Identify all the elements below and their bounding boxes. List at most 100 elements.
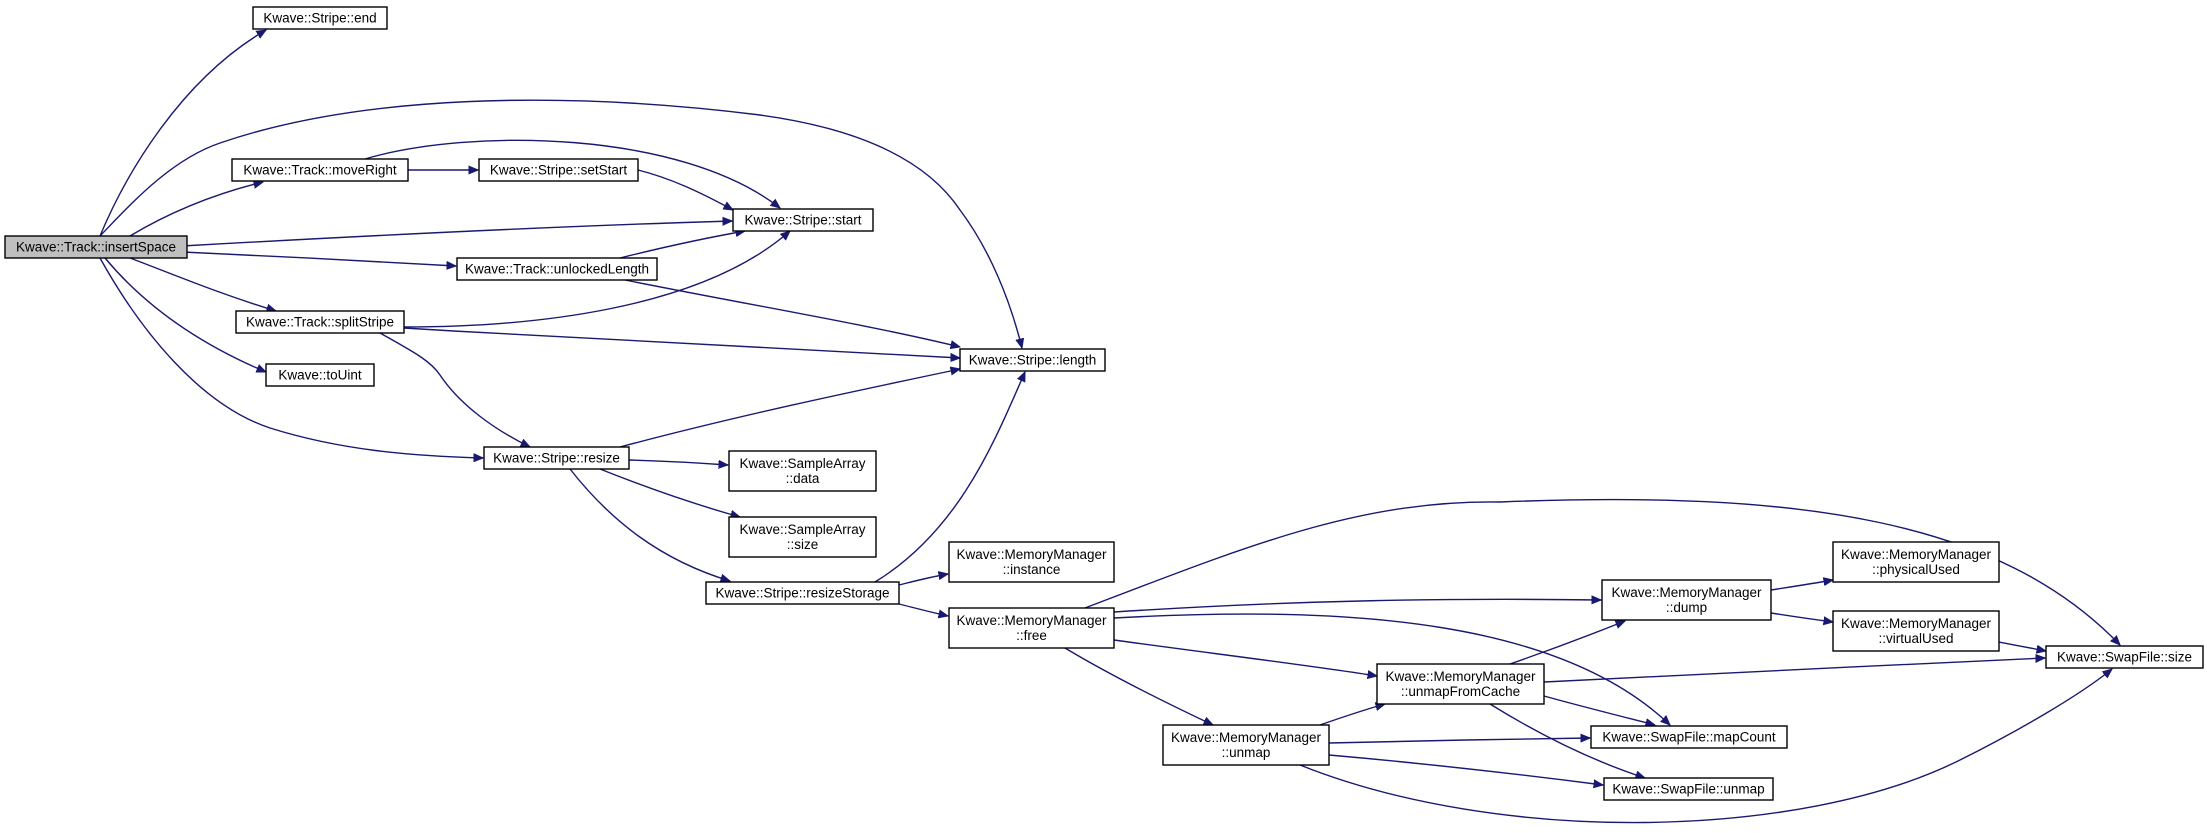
call-edge-resize-to-stripeLength <box>619 369 960 448</box>
node-sfSize[interactable]: Kwave::SwapFile::size <box>2045 645 2204 669</box>
node-box <box>456 257 658 281</box>
node-box <box>2045 645 2204 669</box>
node-mmUnmapFromCache[interactable]: Kwave::MemoryManager::unmapFromCache <box>1376 663 1545 705</box>
call-edge-splitStripe-to-stripeLength <box>403 327 960 358</box>
call-nodes: Kwave::Track::insertSpaceKwave::Stripe::… <box>4 6 2204 801</box>
call-edge-insertSpace-to-stripeStart <box>181 221 732 247</box>
node-label: Kwave::SampleArray <box>739 522 865 537</box>
node-mmFree[interactable]: Kwave::MemoryManager::free <box>948 607 1115 649</box>
call-edge-mmFree-to-mmDump <box>1113 599 1601 613</box>
node-label: Kwave::SampleArray <box>739 456 865 471</box>
node-box <box>732 208 874 232</box>
node-resizeStorage[interactable]: Kwave::Stripe::resizeStorage <box>705 581 900 605</box>
node-mmVirtualUsed[interactable]: Kwave::MemoryManager::virtualUsed <box>1832 610 2000 652</box>
node-toUint[interactable]: Kwave::toUint <box>265 363 375 387</box>
call-edge-mmUnmap-to-sfSize <box>1299 669 2112 824</box>
call-edge-insertSpace-to-toUint <box>104 257 266 373</box>
node-label: Kwave::Stripe::resize <box>493 451 620 466</box>
node-label: Kwave::MemoryManager <box>1171 730 1322 745</box>
call-edge-resize-to-saData <box>628 459 728 465</box>
node-box <box>231 158 409 182</box>
node-label: Kwave::Stripe::resizeStorage <box>715 586 889 601</box>
node-saData[interactable]: Kwave::SampleArray::data <box>728 450 877 492</box>
call-edge-resizeStorage-to-stripeLength <box>874 372 1026 583</box>
call-edge-insertSpace-to-moveRight <box>129 182 263 237</box>
node-box <box>4 235 188 259</box>
node-resize[interactable]: Kwave::Stripe::resize <box>483 446 630 470</box>
node-stripeLength[interactable]: Kwave::Stripe::length <box>959 348 1106 372</box>
node-mmInstance[interactable]: Kwave::MemoryManager::instance <box>948 541 1115 583</box>
call-edge-insertSpace-to-stripeLength <box>99 99 1022 348</box>
node-box <box>728 450 877 492</box>
node-unlockedLength[interactable]: Kwave::Track::unlockedLength <box>456 257 658 281</box>
node-box <box>959 348 1106 372</box>
node-stripeStart[interactable]: Kwave::Stripe::start <box>732 208 874 232</box>
call-edge-unlockedLength-to-stripeStart <box>619 231 745 259</box>
call-edge-insertSpace-to-resize <box>99 257 483 458</box>
call-edge-mmFree-to-mmUnmap <box>1064 647 1213 726</box>
node-box <box>728 516 877 558</box>
node-stripeEnd[interactable]: Kwave::Stripe::end <box>252 6 388 30</box>
call-edge-insertSpace-to-splitStripe <box>129 257 276 311</box>
call-edge-mmFree-to-mmUnmapFromCache <box>1113 639 1377 676</box>
node-label: ::data <box>786 471 820 486</box>
call-edge-mmDump-to-mmPhysicalUsed <box>1770 580 1833 591</box>
node-box <box>1832 541 2000 583</box>
node-box <box>1832 610 2000 652</box>
call-edge-mmUnmap-to-sfUnmap <box>1328 754 1603 785</box>
call-edge-mmVirtualUsed-to-sfSize <box>1998 641 2046 651</box>
node-splitStripe[interactable]: Kwave::Track::splitStripe <box>235 310 405 334</box>
node-label: ::unmap <box>1222 745 1271 760</box>
node-box <box>705 581 900 605</box>
call-edge-unlockedLength-to-stripeLength <box>624 279 960 347</box>
node-sfMapCount[interactable]: Kwave::SwapFile::mapCount <box>1590 725 1788 749</box>
call-edge-splitStripe-to-resize <box>379 332 530 448</box>
node-box <box>948 541 1115 583</box>
node-label: Kwave::Track::insertSpace <box>16 240 176 255</box>
node-sfUnmap[interactable]: Kwave::SwapFile::unmap <box>1603 777 1774 801</box>
node-label: ::unmapFromCache <box>1401 684 1520 699</box>
node-label: Kwave::MemoryManager <box>956 613 1107 628</box>
node-label: Kwave::MemoryManager <box>1611 585 1762 600</box>
node-box <box>265 363 375 387</box>
node-label: Kwave::Track::moveRight <box>243 163 397 178</box>
call-edge-resizeStorage-to-mmFree <box>898 603 948 616</box>
node-mmDump[interactable]: Kwave::MemoryManager::dump <box>1601 579 1772 621</box>
call-edge-resizeStorage-to-mmInstance <box>898 574 948 586</box>
node-setStart[interactable]: Kwave::Stripe::setStart <box>478 158 639 182</box>
call-edge-moveRight-to-stripeStart <box>364 139 780 208</box>
node-box <box>1162 724 1330 766</box>
node-mmPhysicalUsed[interactable]: Kwave::MemoryManager::physicalUsed <box>1832 541 2000 583</box>
call-edges <box>99 30 2120 824</box>
call-edge-resize-to-saSize <box>599 468 740 517</box>
node-label: Kwave::MemoryManager <box>1385 669 1536 684</box>
node-box <box>1601 579 1772 621</box>
node-box <box>1376 663 1545 705</box>
node-label: Kwave::SwapFile::unmap <box>1612 782 1764 797</box>
node-saSize[interactable]: Kwave::SampleArray::size <box>728 516 877 558</box>
node-label: ::instance <box>1003 562 1061 577</box>
node-label: Kwave::Track::splitStripe <box>246 315 394 330</box>
node-label: Kwave::toUint <box>278 368 362 383</box>
node-mmUnmap[interactable]: Kwave::MemoryManager::unmap <box>1162 724 1330 766</box>
node-insertSpace[interactable]: Kwave::Track::insertSpace <box>4 235 188 259</box>
node-box <box>483 446 630 470</box>
node-label: Kwave::Stripe::setStart <box>490 163 628 178</box>
node-label: Kwave::SwapFile::size <box>2057 650 2192 665</box>
call-edge-mmUnmap-to-sfMapCount <box>1328 738 1590 744</box>
call-edge-mmFree-to-sfMapCount <box>1113 613 1670 725</box>
node-label: Kwave::Stripe::start <box>744 213 861 228</box>
call-edge-resize-to-resizeStorage <box>569 468 730 581</box>
node-label: Kwave::MemoryManager <box>956 547 1107 562</box>
node-moveRight[interactable]: Kwave::Track::moveRight <box>231 158 409 182</box>
node-label: ::virtualUsed <box>1878 631 1953 646</box>
node-label: Kwave::MemoryManager <box>1841 547 1992 562</box>
node-box <box>948 607 1115 649</box>
call-edge-insertSpace-to-stripeEnd <box>99 30 266 237</box>
node-box <box>1603 777 1774 801</box>
call-edge-mmDump-to-mmVirtualUsed <box>1770 612 1833 622</box>
call-edge-mmUnmapFromCache-to-sfMapCount <box>1543 695 1655 725</box>
node-label: ::physicalUsed <box>1872 562 1960 577</box>
call-edge-mmUnmapFromCache-to-mmDump <box>1509 621 1625 665</box>
